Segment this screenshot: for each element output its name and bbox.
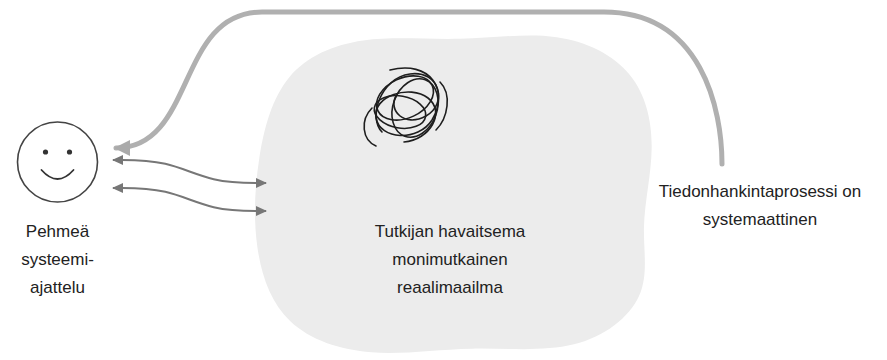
cloud-shape xyxy=(240,28,660,358)
cloud-region: Tutkijan havaitsema monimutkainen reaali… xyxy=(240,28,660,358)
smiley-face xyxy=(0,118,115,218)
face-eye xyxy=(43,149,48,154)
double-arrow xyxy=(113,160,266,183)
face-outline xyxy=(18,122,98,202)
double-arrow xyxy=(113,188,266,211)
actor-node: Pehmeä systeemi-ajattelu xyxy=(0,118,115,316)
node-text: Tutkijan havaitsema monimutkainen reaali… xyxy=(350,218,550,302)
face-mouth xyxy=(42,170,74,179)
node-text: Pehmeä systeemi-ajattelu xyxy=(0,218,115,302)
face-eye xyxy=(67,149,72,154)
cloud-fill xyxy=(255,36,652,353)
process-note: Tiedonhankintaprosessi on systemaattinen xyxy=(640,178,880,234)
